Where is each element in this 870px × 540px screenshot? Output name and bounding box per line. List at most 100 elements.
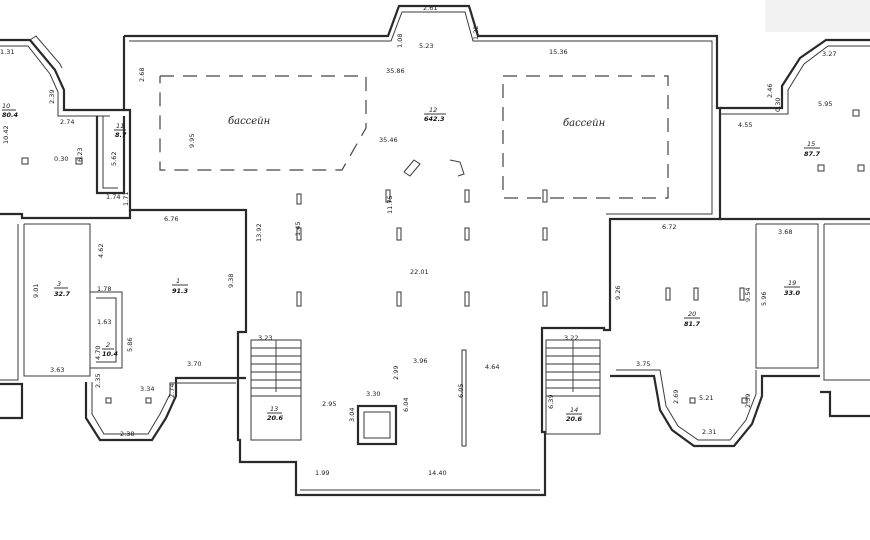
dim-label: 1.74 bbox=[106, 193, 120, 201]
dim-label: 2.68 bbox=[138, 68, 146, 82]
dim-label: 2.39 bbox=[744, 394, 752, 408]
svg-text:11: 11 bbox=[116, 122, 124, 130]
dim-label: 3.96 bbox=[413, 357, 427, 365]
svg-text:12: 12 bbox=[429, 106, 437, 114]
svg-text:19: 19 bbox=[788, 279, 796, 287]
pool-right bbox=[502, 75, 669, 199]
dim-label: 5.23 bbox=[419, 42, 433, 50]
room-12-label: 12 642.3 bbox=[424, 106, 446, 123]
dim-label: 4.62 bbox=[97, 244, 105, 258]
left-wing-walls bbox=[0, 210, 246, 442]
room-10-walls bbox=[0, 35, 124, 117]
svg-text:91.3: 91.3 bbox=[172, 287, 189, 295]
pool-left bbox=[159, 75, 367, 171]
central-hall-walls bbox=[122, 4, 722, 497]
dim-label: 5.86 bbox=[126, 338, 134, 352]
room-19-label: 19 33.0 bbox=[784, 279, 801, 297]
dim-label: 1.08 bbox=[396, 34, 404, 48]
svg-text:15: 15 bbox=[807, 140, 815, 148]
dim-label: 6.04 bbox=[402, 398, 410, 412]
svg-text:8.7: 8.7 bbox=[115, 131, 127, 139]
svg-text:10.4: 10.4 bbox=[102, 350, 119, 358]
svg-text:81.7: 81.7 bbox=[684, 320, 701, 328]
dim-label: 2.99 bbox=[392, 366, 400, 380]
dimension-labels: 2.61 5.23 1.08 1.22 35.86 15.36 2.68 9.9… bbox=[0, 4, 836, 477]
room-13-label: 13 20.6 bbox=[267, 405, 284, 422]
svg-text:87.7: 87.7 bbox=[804, 150, 821, 158]
dim-label: 2.31 bbox=[702, 428, 716, 436]
dim-label: 6.39 bbox=[547, 395, 555, 409]
scan-edge bbox=[765, 0, 870, 32]
room-1-label: 1 91.3 bbox=[172, 277, 189, 295]
dim-label: 3.30 bbox=[366, 390, 380, 398]
dim-label: 11.75 bbox=[386, 195, 394, 214]
dim-label: 3.27 bbox=[822, 50, 836, 58]
room-3-label: 3 32.7 bbox=[54, 280, 71, 298]
dim-label: 6.72 bbox=[662, 223, 676, 231]
dim-label: 3.63 bbox=[50, 366, 64, 374]
svg-text:1: 1 bbox=[176, 277, 180, 285]
dim-label: 5.21 bbox=[699, 394, 713, 402]
dim-label: 0.30 bbox=[54, 155, 68, 163]
dim-label: 2.74 bbox=[168, 384, 176, 398]
stair-left bbox=[250, 339, 302, 441]
svg-text:3: 3 bbox=[57, 280, 61, 288]
dim-label: 1.31 bbox=[0, 48, 14, 56]
dim-label: 3.75 bbox=[636, 360, 650, 368]
dim-label: 2.95 bbox=[322, 400, 336, 408]
dim-label: 5.95 bbox=[818, 100, 832, 108]
room-10-label: 10 80.4 bbox=[2, 102, 19, 119]
dim-label: 1.45 bbox=[294, 222, 302, 236]
dim-label: 10.42 bbox=[2, 125, 10, 144]
svg-text:642.3: 642.3 bbox=[424, 115, 445, 123]
svg-text:10: 10 bbox=[2, 102, 10, 110]
svg-text:20.6: 20.6 bbox=[267, 414, 284, 422]
dim-label: 6.23 bbox=[76, 148, 84, 162]
dim-label: 9.95 bbox=[188, 134, 196, 148]
dim-label: 1.22 bbox=[472, 26, 480, 40]
dim-label: 5.62 bbox=[110, 152, 118, 166]
svg-text:14: 14 bbox=[570, 406, 578, 414]
dim-label: 6.05 bbox=[457, 384, 465, 398]
dim-label: 2.35 bbox=[94, 374, 102, 388]
dim-label: 2.39 bbox=[48, 90, 56, 104]
dim-label: 0.30 bbox=[774, 98, 782, 112]
room-15-walls bbox=[720, 38, 870, 115]
dim-label: 4.64 bbox=[485, 363, 499, 371]
svg-text:20.6: 20.6 bbox=[566, 415, 583, 423]
room-11-label: 11 8.7 bbox=[114, 122, 127, 139]
room-14-label: 14 20.6 bbox=[566, 406, 583, 423]
pool-right-label: бассейн bbox=[563, 118, 605, 129]
dim-label: 35.86 bbox=[386, 67, 405, 75]
dim-label: 2.46 bbox=[766, 84, 774, 98]
dim-label: 3.04 bbox=[348, 408, 356, 422]
svg-text:33.0: 33.0 bbox=[784, 289, 801, 297]
dim-label: 2.61 bbox=[423, 4, 437, 12]
dim-label: 9.38 bbox=[227, 274, 235, 288]
dim-label: 1.78 bbox=[97, 285, 111, 293]
dim-label: 2.38 bbox=[120, 430, 134, 438]
dim-label: 13.92 bbox=[255, 223, 263, 242]
svg-text:20: 20 bbox=[688, 310, 696, 318]
dim-label: 2.74 bbox=[60, 118, 74, 126]
room-2-label: 2 10.4 bbox=[102, 341, 119, 358]
columns bbox=[21, 109, 865, 447]
dim-label: 3.34 bbox=[140, 385, 154, 393]
svg-text:32.7: 32.7 bbox=[54, 290, 71, 298]
dim-label: 3.22 bbox=[564, 334, 578, 342]
stair-right bbox=[545, 339, 601, 435]
room-15-label: 15 87.7 bbox=[804, 140, 821, 158]
svg-text:2: 2 bbox=[106, 341, 110, 349]
right-wing-walls bbox=[610, 217, 870, 448]
dim-label: 14.40 bbox=[428, 469, 447, 477]
svg-text:80.4: 80.4 bbox=[2, 111, 19, 119]
dim-label: 3.70 bbox=[187, 360, 201, 368]
dim-label: 1.71 bbox=[122, 192, 130, 206]
dim-label: 1.99 bbox=[315, 469, 329, 477]
dim-label: 5.96 bbox=[760, 292, 768, 306]
dim-label: 9.54 bbox=[744, 288, 752, 302]
dim-label: 35.46 bbox=[379, 136, 398, 144]
room-20-label: 20 81.7 bbox=[684, 310, 701, 328]
dim-label: 4.55 bbox=[738, 121, 752, 129]
